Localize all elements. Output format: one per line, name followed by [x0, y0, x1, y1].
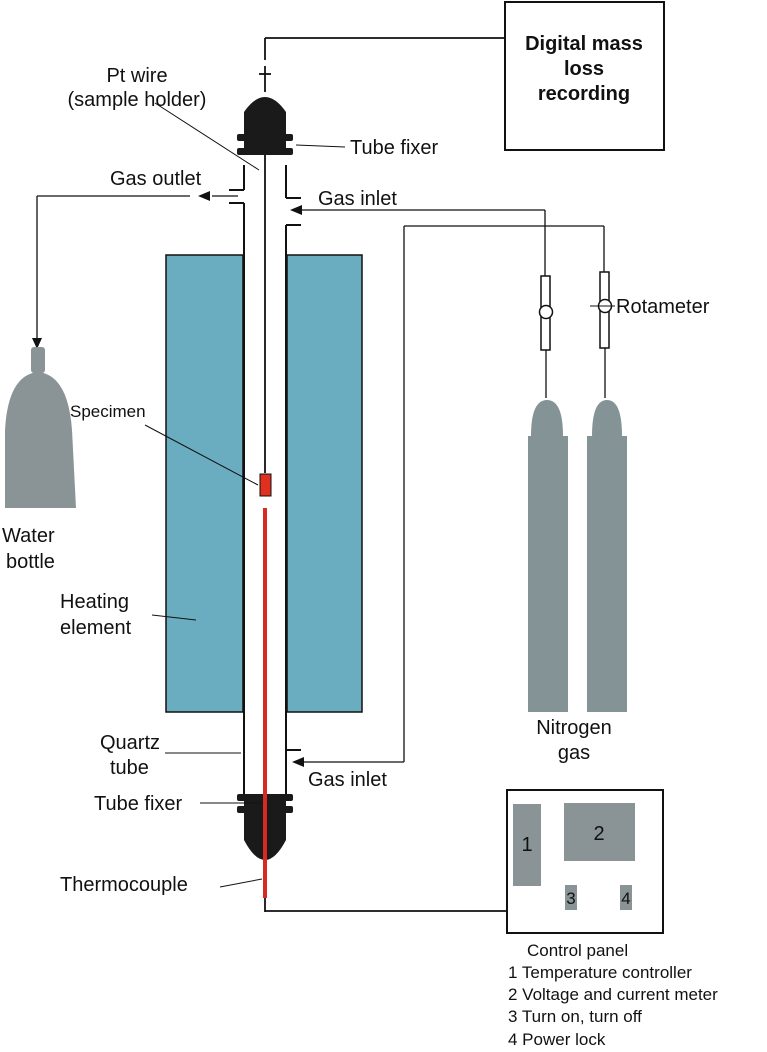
rotameter-right: [597, 271, 613, 349]
rotameter-connectors: [545, 348, 606, 398]
thermocouple-label: Thermocouple: [60, 874, 188, 896]
control-panel-item-2: 2 Voltage and current meter: [508, 985, 718, 1004]
heating-element-label-1: Heating: [60, 591, 129, 613]
gas-inlet-top-line: [300, 209, 546, 276]
power-switch: [565, 885, 577, 910]
recorder-line2: loss: [564, 58, 604, 80]
gas-inlet-top-arrow: [290, 205, 302, 215]
recorder-line3: recording: [538, 83, 630, 105]
quartz-tube: [229, 165, 301, 795]
quartz-tube-label-2: tube: [110, 757, 149, 779]
rotameter-left: [538, 275, 554, 351]
gas-inlet-top-label: Gas inlet: [318, 188, 397, 210]
gas-outlet-line: [36, 195, 238, 342]
nitrogen-gas-label-2: gas: [558, 742, 590, 764]
water-inlet-arrow: [32, 338, 42, 349]
mass-recorder-box: [504, 1, 665, 151]
rotameter-label: Rotameter: [616, 296, 710, 318]
control-box-4-label: 4: [621, 889, 630, 908]
leader-lines: [144, 102, 615, 888]
specimen-label: Specimen: [70, 402, 146, 421]
top-tube-fixer: [237, 97, 293, 155]
water-bottle: [5, 347, 76, 508]
control-panel-item-4: 4 Power lock: [508, 1030, 606, 1049]
specimen: [259, 473, 272, 497]
control-panel-title: Control panel: [527, 941, 628, 960]
pt-wire: [259, 37, 505, 473]
gas-inlet-bottom-arrow: [292, 757, 304, 767]
heating-element-left: [165, 254, 244, 713]
quartz-tube-label-1: Quartz: [100, 732, 160, 754]
gas-inlet-bottom-line: [302, 225, 605, 763]
nitrogen-cylinder-left: [528, 400, 568, 712]
control-box-1-label: 1: [521, 834, 532, 856]
pt-wire-label-1: Pt wire: [106, 65, 167, 87]
gas-outlet-label: Gas outlet: [110, 168, 202, 190]
gas-outlet-arrow: [198, 191, 210, 201]
nitrogen-gas-label-1: Nitrogen: [536, 717, 612, 739]
recorder-line1: Digital mass: [525, 33, 643, 55]
control-box-3-label: 3: [566, 889, 575, 908]
power-lock: [620, 885, 632, 910]
nitrogen-cylinder-right: [587, 400, 627, 712]
water-bottle-label-2: bottle: [6, 551, 55, 573]
tube-fixer-top-label: Tube fixer: [350, 137, 439, 159]
control-box-2-label: 2: [593, 823, 604, 845]
control-panel-item-3: 3 Turn on, turn off: [508, 1007, 642, 1026]
water-bottle-label-1: Water: [2, 525, 55, 547]
control-panel-item-1: 1 Temperature controller: [508, 963, 692, 982]
tube-fixer-bottom-label: Tube fixer: [94, 793, 183, 815]
gas-inlet-bottom-label: Gas inlet: [308, 769, 387, 791]
heating-element-label-2: element: [60, 617, 132, 639]
pt-wire-label-2: (sample holder): [68, 89, 207, 111]
temperature-controller: [513, 804, 541, 886]
heating-element-right: [286, 254, 363, 713]
voltage-current-meter: [564, 803, 635, 861]
